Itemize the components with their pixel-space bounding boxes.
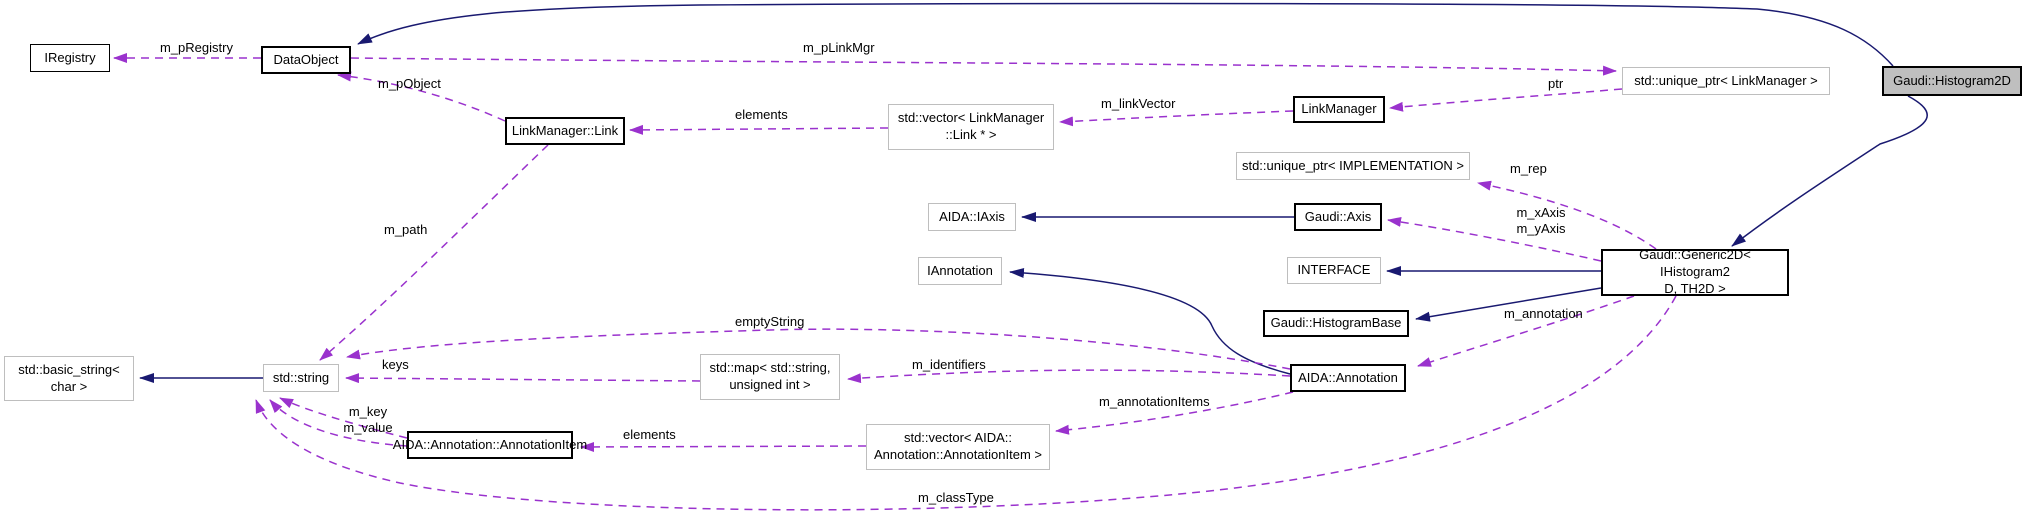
edge-label-emptystring: emptyString bbox=[735, 314, 805, 329]
node-std-string: std::string bbox=[263, 364, 339, 392]
edge-m-linkvector bbox=[1059, 110, 1294, 127]
edge-inherit-histogram2d-generic2d bbox=[1731, 95, 1928, 247]
edge-label-m-pobject: m_pObject bbox=[378, 76, 441, 91]
node-vector-annotationitem: std::vector< AIDA:: Annotation::Annotati… bbox=[866, 424, 1050, 470]
edge-label-keys: keys bbox=[382, 357, 409, 372]
edge-m-path bbox=[319, 144, 549, 361]
node-aida-iaxis: AIDA::IAxis bbox=[928, 203, 1016, 231]
edge-m-pobject bbox=[337, 71, 506, 122]
edge-ptr bbox=[1389, 88, 1623, 112]
edge-label-m-classtype: m_classType bbox=[918, 490, 994, 505]
edge-label-m-linkvector: m_linkVector bbox=[1101, 96, 1176, 111]
node-linkmanager[interactable]: LinkManager bbox=[1293, 96, 1385, 123]
edge-label-m-pregistry: m_pRegistry bbox=[160, 40, 233, 55]
edge-inherit-annotation-iannotation bbox=[1009, 267, 1291, 375]
node-gaudi-histogrambase[interactable]: Gaudi::HistogramBase bbox=[1263, 310, 1409, 337]
node-dataobject[interactable]: DataObject bbox=[261, 46, 351, 74]
node-linkmanager-link[interactable]: LinkManager::Link bbox=[505, 117, 625, 145]
edge-m-plinkmgr bbox=[350, 57, 1617, 76]
node-gaudi-histogram2d: Gaudi::Histogram2D bbox=[1882, 66, 2022, 96]
edge-m-rep bbox=[1477, 180, 1657, 250]
edge-label-m-key-m-value: m_key m_value bbox=[343, 404, 393, 435]
node-basic-string: std::basic_string< char > bbox=[4, 356, 134, 401]
edge-inherit-generic2d-histogrambase bbox=[1415, 287, 1602, 322]
node-std-map: std::map< std::string, unsigned int > bbox=[700, 354, 840, 400]
edge-m-annotationitems bbox=[1055, 391, 1294, 435]
edge-label-m-xaxis-m-yaxis: m_xAxis m_yAxis bbox=[1516, 205, 1566, 236]
edge-label-elements-links: elements bbox=[735, 107, 788, 122]
edge-label-m-identifiers: m_identifiers bbox=[912, 357, 986, 372]
edge-elements-items bbox=[580, 441, 867, 452]
edge-label-m-path: m_path bbox=[384, 222, 428, 237]
edge-label-m-annotationitems: m_annotationItems bbox=[1099, 394, 1210, 409]
edge-m-annotation bbox=[1417, 295, 1635, 367]
node-vector-linkmanager-link: std::vector< LinkManager ::Link * > bbox=[888, 104, 1054, 150]
node-iregistry[interactable]: IRegistry bbox=[30, 44, 110, 72]
node-gaudi-axis[interactable]: Gaudi::Axis bbox=[1294, 203, 1382, 231]
edge-emptystring bbox=[346, 328, 1291, 370]
node-interface: INTERFACE bbox=[1287, 257, 1381, 284]
edge-label-m-plinkmgr: m_pLinkMgr bbox=[803, 40, 875, 55]
node-iannotation: IAnnotation bbox=[918, 257, 1002, 285]
node-gaudi-generic2d[interactable]: Gaudi::Generic2D< IHistogram2 D, TH2D > bbox=[1601, 247, 1789, 296]
edge-label-m-annotation: m_annotation bbox=[1504, 306, 1583, 321]
edge-m-value bbox=[269, 399, 408, 447]
edge-m-classtype bbox=[255, 295, 1677, 511]
edge-elements-links bbox=[629, 124, 889, 135]
edge-label-elements-items: elements bbox=[623, 427, 676, 442]
edge-m-key bbox=[279, 397, 408, 439]
node-uniqueptr-linkmanager: std::unique_ptr< LinkManager > bbox=[1622, 67, 1830, 95]
node-aida-annotation[interactable]: AIDA::Annotation bbox=[1290, 364, 1406, 392]
node-uniqueptr-implementation: std::unique_ptr< IMPLEMENTATION > bbox=[1236, 152, 1470, 180]
edge-keys bbox=[345, 373, 701, 384]
node-annotationitem[interactable]: AIDA::Annotation::AnnotationItem bbox=[393, 431, 587, 459]
edge-label-ptr: ptr bbox=[1548, 76, 1564, 91]
edge-inherit-histogram2d-dataobject bbox=[357, 2, 1894, 67]
edge-label-m-rep: m_rep bbox=[1510, 161, 1547, 176]
